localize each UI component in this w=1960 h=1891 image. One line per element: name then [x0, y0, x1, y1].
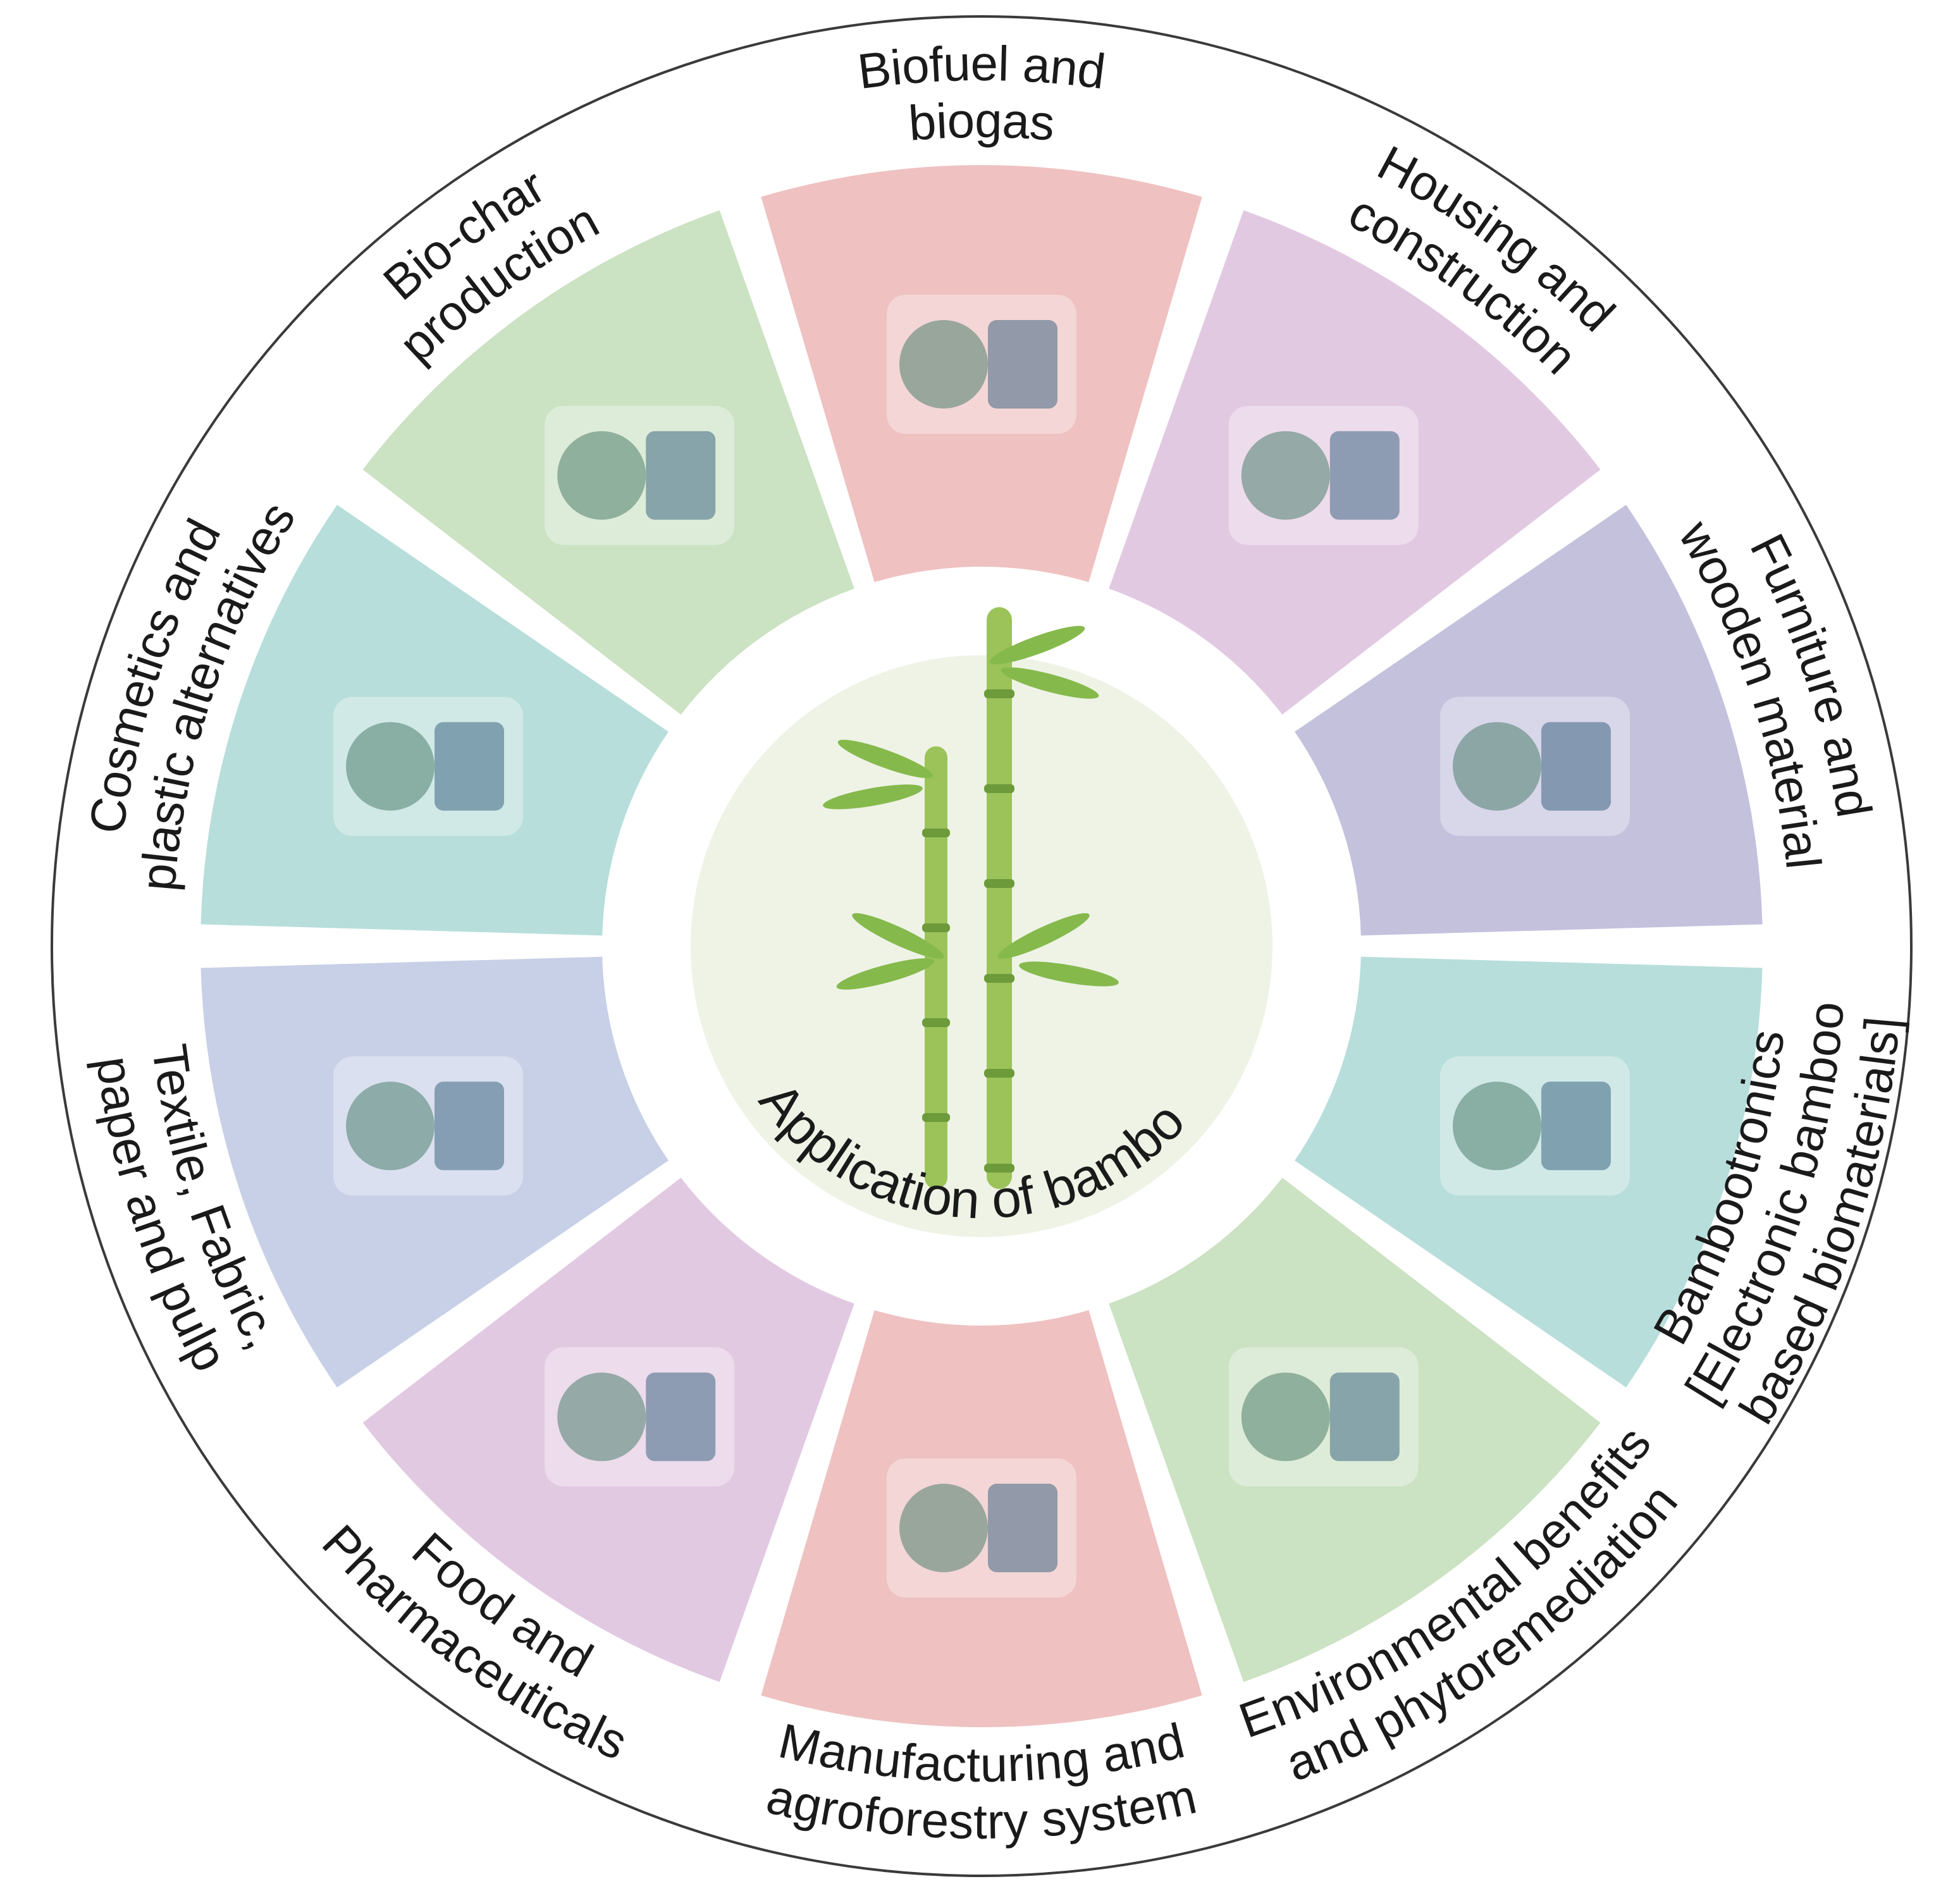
segment-bambootronics — [1295, 956, 1763, 1388]
segment-label-biofuel-0: Biofuel and — [854, 35, 1109, 99]
icon-group — [333, 295, 1630, 1598]
bamboo-shoot-pills-icon — [545, 1347, 735, 1487]
fuel-nozzle-leaf-icon — [887, 295, 1076, 434]
table-chair-logs-icon — [1439, 696, 1630, 836]
bamboo-icon — [823, 607, 1119, 1189]
segment-furniture — [1295, 505, 1763, 936]
shirt-notebook-icon — [333, 1056, 524, 1196]
barn-factory-icon — [887, 1458, 1076, 1598]
charcoal-pile-icon — [545, 405, 735, 545]
segment-cosmetics — [200, 505, 669, 936]
house-icon — [1228, 405, 1419, 545]
microchip-icon — [1439, 1056, 1630, 1196]
segment-textile — [200, 956, 669, 1388]
segment-label-biofuel-1: biogas — [907, 92, 1057, 151]
toothbrush-tube-icon — [333, 696, 524, 836]
center-glow — [691, 655, 1273, 1237]
trees-rain-icon — [1228, 1347, 1419, 1487]
